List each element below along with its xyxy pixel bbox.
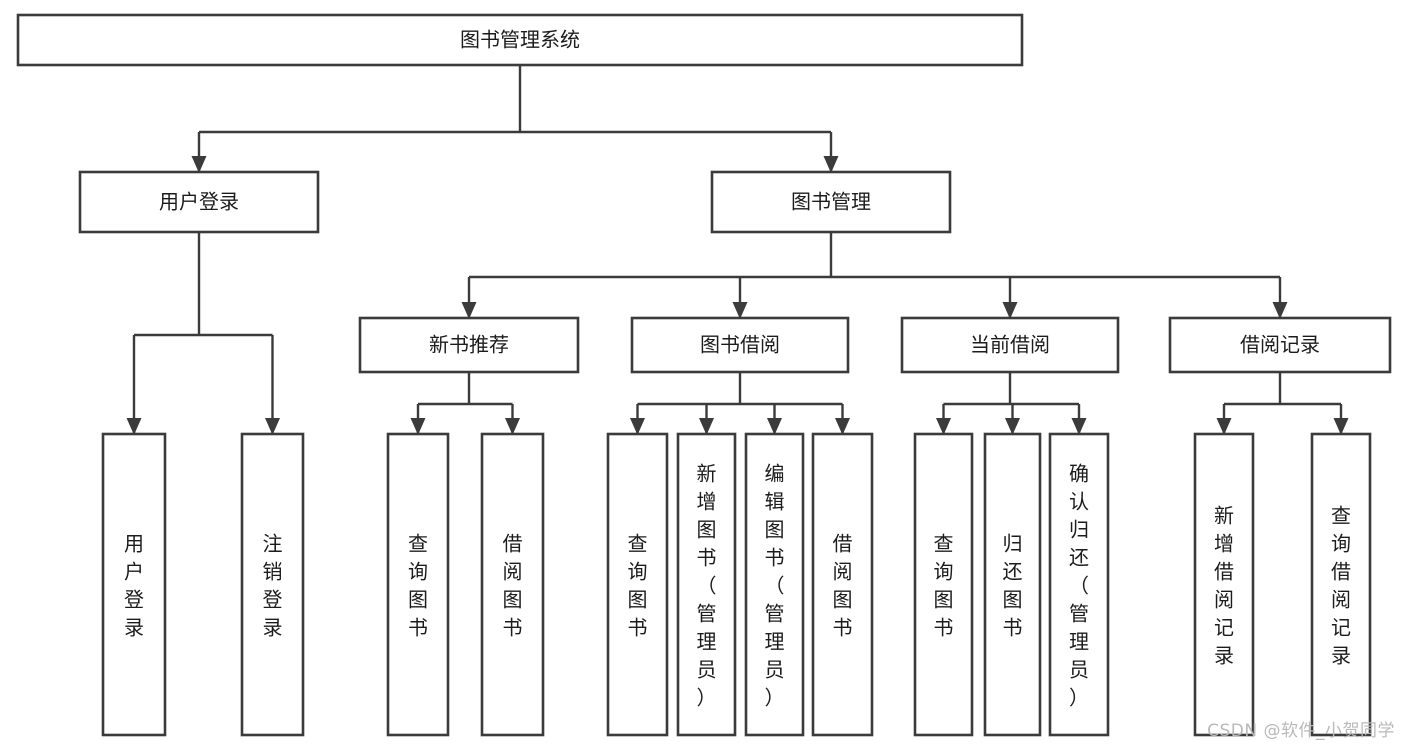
node-label-leaf-add-borrow-record: 新增借阅记录: [1214, 503, 1234, 667]
arrow-head-icon: [126, 418, 142, 435]
node-box-leaf-return-book[interactable]: [983, 432, 1042, 737]
node-box-leaf-query-book-1[interactable]: [386, 432, 450, 737]
arrow-head-icon: [1333, 418, 1349, 435]
arrow-head-icon: [936, 418, 951, 435]
arrow-head-icon: [505, 418, 520, 435]
node-label-current-borrow: 当前借阅: [970, 333, 1050, 357]
node-leaf-logout[interactable]: 注销登录: [240, 432, 305, 737]
arrow-head-icon: [410, 418, 426, 435]
node-label-leaf-add-book: 新增图书（管理员）: [697, 461, 717, 709]
node-label-leaf-return-book: 归还图书: [1003, 531, 1023, 639]
arrow-head-icon: [823, 156, 839, 173]
arrow-head-icon: [1216, 418, 1232, 435]
node-label-leaf-query-book-2: 查询图书: [628, 531, 648, 639]
node-box-book-borrow[interactable]: [630, 316, 850, 374]
node-leaf-query-borrow-record[interactable]: 查询借阅记录: [1310, 432, 1372, 737]
node-box-leaf-borrow-book-1[interactable]: [480, 432, 545, 737]
node-leaf-edit-book[interactable]: 编辑图书（管理员）: [744, 432, 805, 737]
node-label-leaf-user-login: 用户登录: [124, 531, 144, 639]
node-box-user-login[interactable]: [78, 170, 320, 234]
node-book-management[interactable]: 图书管理: [710, 170, 952, 234]
node-new-book-recommend[interactable]: 新书推荐: [358, 316, 580, 374]
node-leaf-borrow-book-1[interactable]: 借阅图书: [480, 432, 545, 737]
node-leaf-return-book[interactable]: 归还图书: [983, 432, 1042, 737]
node-leaf-add-borrow-record[interactable]: 新增借阅记录: [1193, 432, 1255, 737]
node-box-leaf-add-book[interactable]: [676, 432, 737, 737]
node-box-current-borrow[interactable]: [900, 316, 1120, 374]
node-leaf-user-login[interactable]: 用户登录: [101, 432, 167, 737]
node-box-book-management[interactable]: [710, 170, 952, 234]
arrow-head-icon: [732, 302, 748, 319]
arrow-head-icon: [1272, 302, 1288, 319]
arrow-head-icon: [265, 418, 280, 435]
node-borrow-records[interactable]: 借阅记录: [1168, 316, 1392, 374]
nodes-layer: 图书管理系统用户登录图书管理新书推荐图书借阅当前借阅借阅记录用户登录注销登录查询…: [16, 13, 1392, 737]
node-leaf-query-book-2[interactable]: 查询图书: [606, 432, 669, 737]
node-book-borrow[interactable]: 图书借阅: [630, 316, 850, 374]
node-label-book-management: 图书管理: [791, 190, 871, 214]
node-current-borrow[interactable]: 当前借阅: [900, 316, 1120, 374]
node-label-leaf-edit-book: 编辑图书（管理员）: [765, 461, 785, 709]
node-box-leaf-query-borrow-record[interactable]: [1310, 432, 1372, 737]
arrow-head-icon: [1002, 302, 1018, 319]
arrow-head-icon: [1005, 418, 1020, 435]
connectors-layer: [126, 65, 1349, 435]
node-box-leaf-query-book-2[interactable]: [606, 432, 669, 737]
arrow-head-icon: [835, 418, 850, 435]
node-box-root[interactable]: [16, 13, 1024, 67]
node-box-new-book-recommend[interactable]: [358, 316, 580, 374]
node-label-root: 图书管理系统: [460, 28, 580, 52]
node-leaf-add-book[interactable]: 新增图书（管理员）: [676, 432, 737, 737]
arrow-head-icon: [630, 418, 645, 435]
node-box-leaf-query-book-3[interactable]: [913, 432, 974, 737]
node-root[interactable]: 图书管理系统: [16, 13, 1024, 67]
node-box-leaf-user-login[interactable]: [101, 432, 167, 737]
node-label-leaf-query-book-3: 查询图书: [934, 531, 954, 639]
node-user-login[interactable]: 用户登录: [78, 170, 320, 234]
node-label-user-login: 用户登录: [159, 190, 239, 214]
node-leaf-confirm-return[interactable]: 确认归还（管理员）: [1048, 432, 1110, 737]
arrow-head-icon: [191, 156, 207, 173]
arrow-head-icon: [767, 418, 782, 435]
node-label-new-book-recommend: 新书推荐: [429, 333, 509, 357]
node-box-leaf-logout[interactable]: [240, 432, 305, 737]
node-box-leaf-add-borrow-record[interactable]: [1193, 432, 1255, 737]
node-label-leaf-logout: 注销登录: [263, 531, 283, 639]
arrow-head-icon: [1071, 418, 1087, 435]
node-box-borrow-records[interactable]: [1168, 316, 1392, 374]
arrow-head-icon: [461, 302, 477, 319]
node-label-book-borrow: 图书借阅: [700, 333, 780, 357]
node-label-leaf-borrow-book-2: 借阅图书: [833, 531, 853, 639]
node-box-leaf-borrow-book-2[interactable]: [811, 432, 874, 737]
node-leaf-query-book-1[interactable]: 查询图书: [386, 432, 450, 737]
node-label-borrow-records: 借阅记录: [1240, 333, 1320, 357]
arrow-head-icon: [699, 418, 714, 435]
node-box-leaf-confirm-return[interactable]: [1048, 432, 1110, 737]
node-label-leaf-borrow-book-1: 借阅图书: [503, 531, 523, 639]
node-label-leaf-query-book-1: 查询图书: [408, 531, 428, 639]
node-box-leaf-edit-book[interactable]: [744, 432, 805, 737]
node-leaf-borrow-book-2[interactable]: 借阅图书: [811, 432, 874, 737]
node-label-leaf-confirm-return: 确认归还（管理员）: [1069, 461, 1089, 709]
node-leaf-query-book-3[interactable]: 查询图书: [913, 432, 974, 737]
node-label-leaf-query-borrow-record: 查询借阅记录: [1331, 503, 1351, 667]
